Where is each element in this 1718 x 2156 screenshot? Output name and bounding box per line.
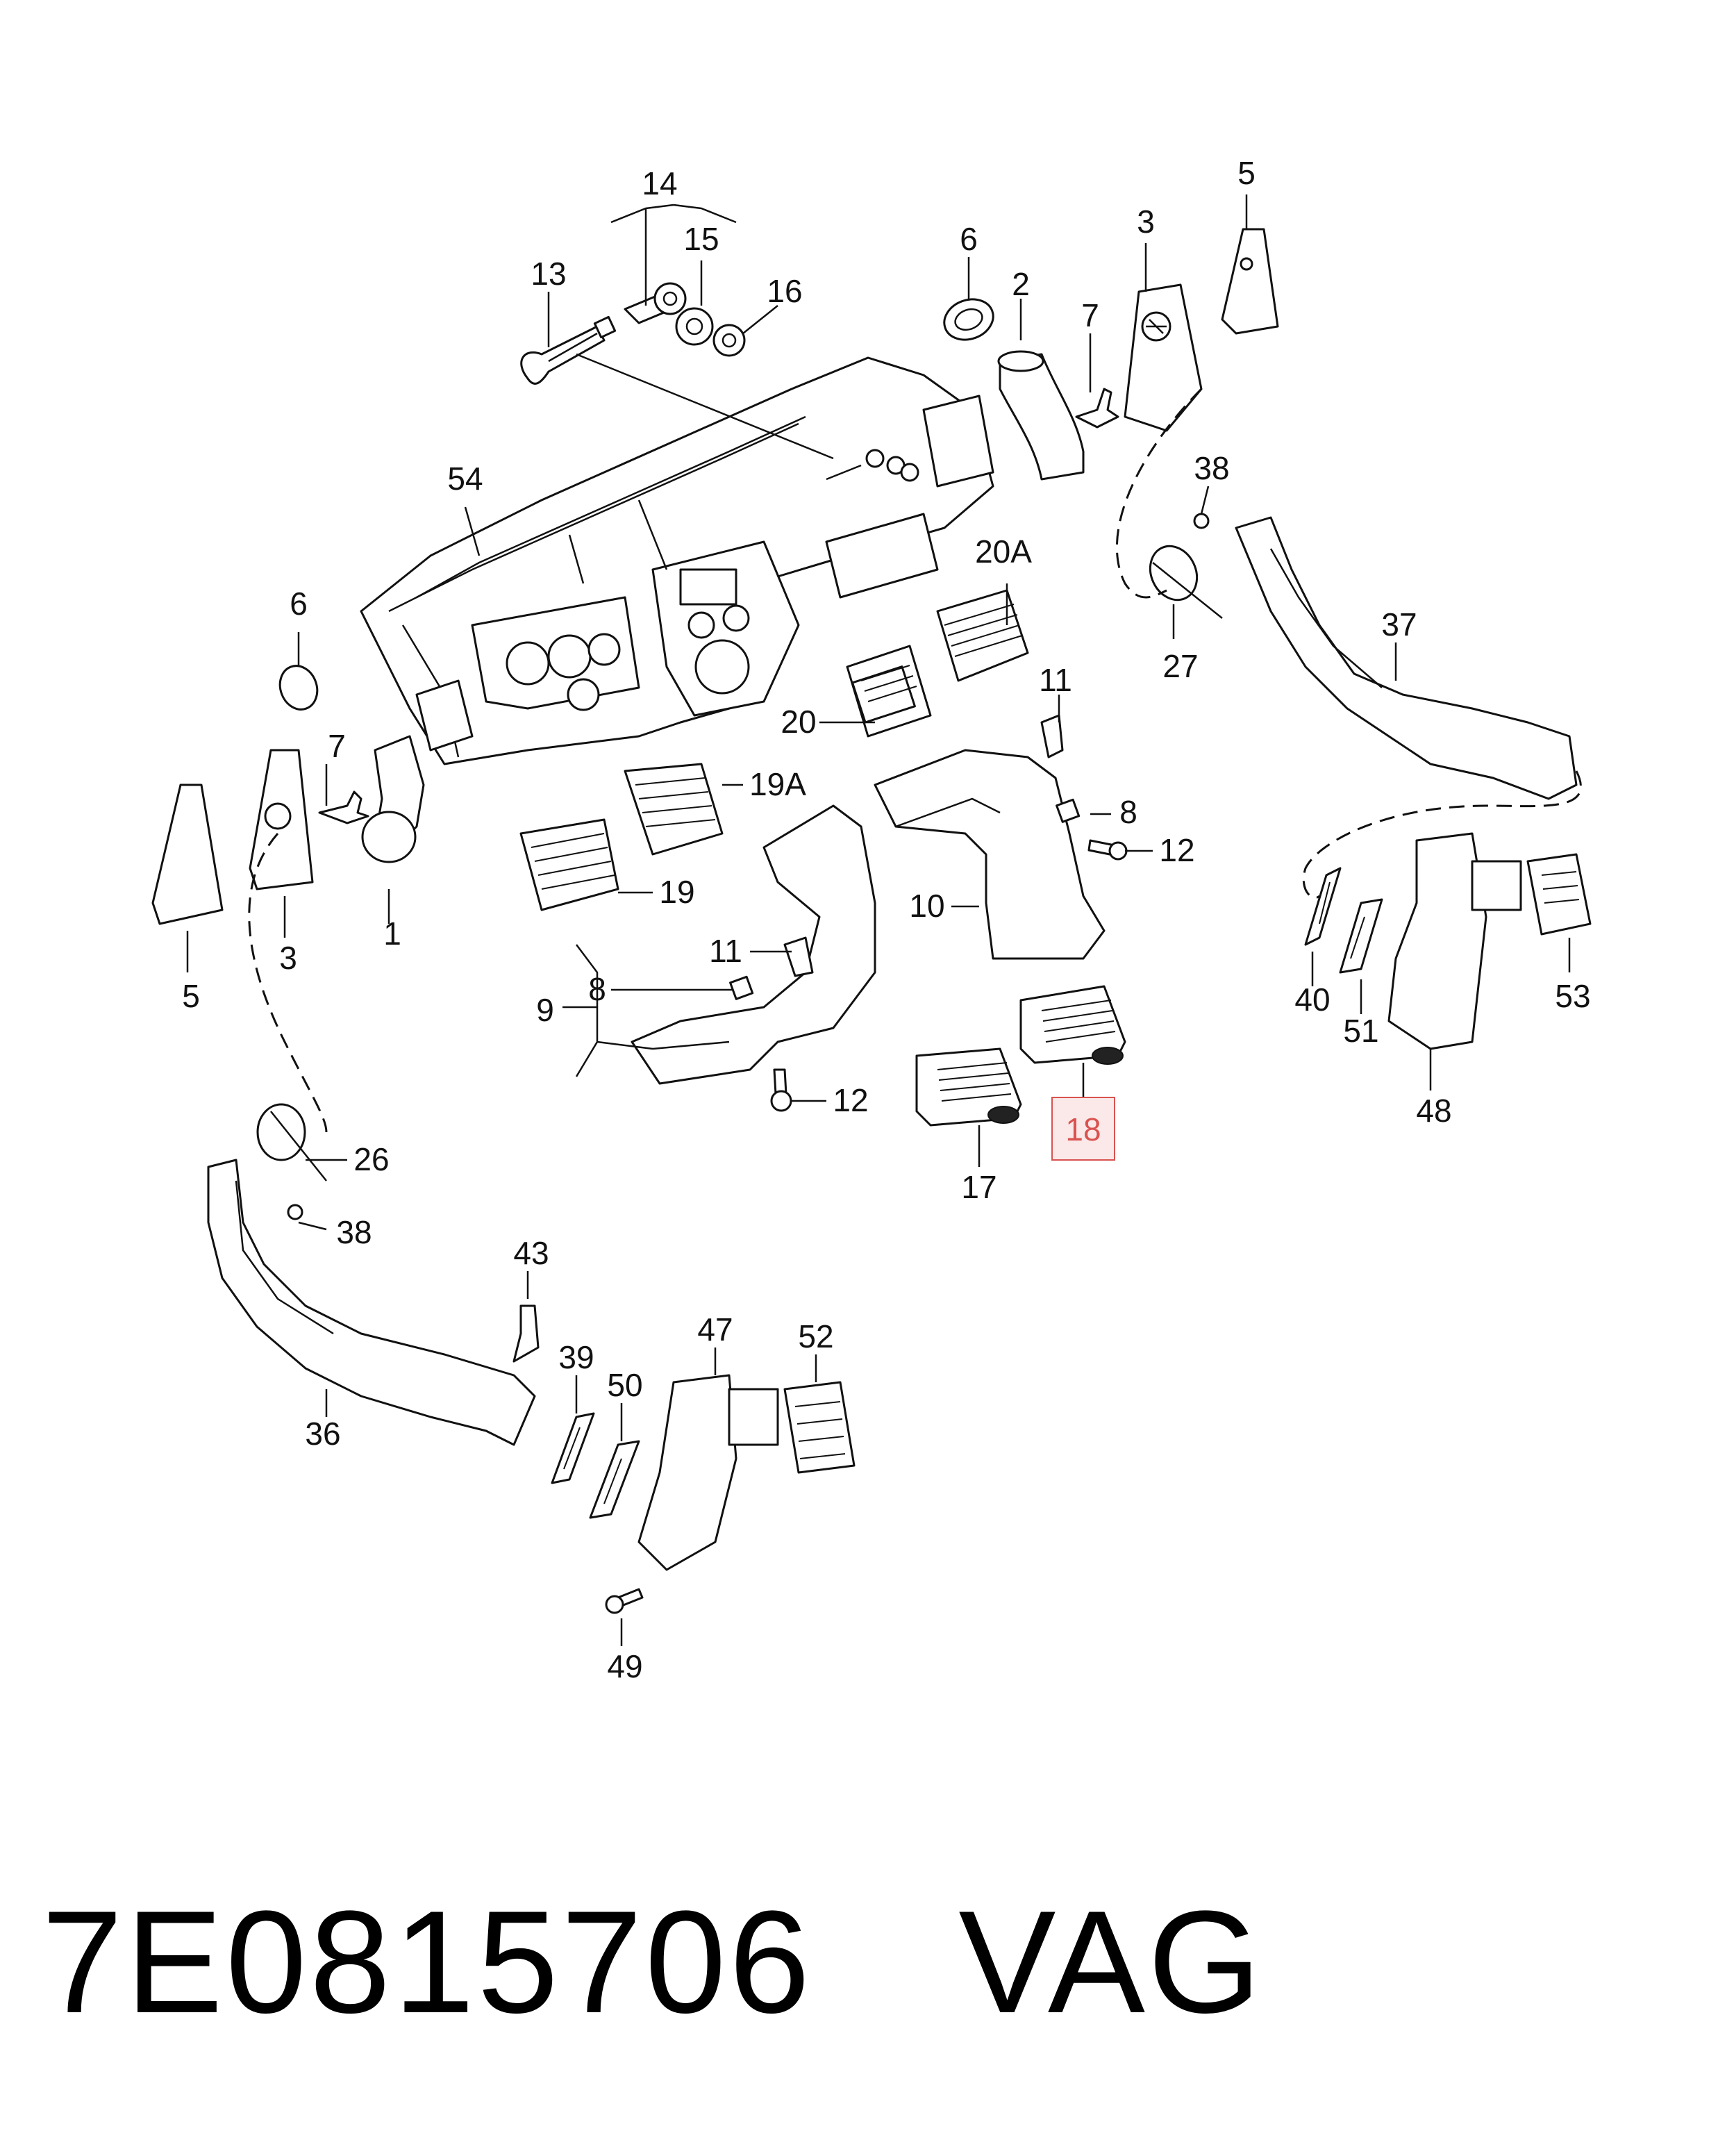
label-54: 54 (447, 461, 483, 497)
label-53: 53 (1555, 978, 1590, 1014)
dashboard-panel (360, 356, 994, 765)
label-15: 15 (683, 221, 719, 257)
part-19A-vent (624, 763, 724, 856)
label-38-right: 38 (1194, 450, 1229, 486)
label-26: 26 (353, 1141, 389, 1177)
label-6-top: 6 (960, 221, 978, 257)
label-14: 14 (642, 165, 677, 201)
label-11-left: 11 (709, 933, 742, 969)
label-1: 1 (383, 915, 401, 952)
label-7-left: 7 (328, 728, 346, 764)
part-7-clip-left (318, 790, 369, 824)
part-19-vent (519, 818, 619, 911)
label-17: 17 (961, 1169, 996, 1205)
part-18-vent (1019, 985, 1126, 1065)
part-11-clip-right (1040, 714, 1064, 758)
label-18-highlighted: 18 (1065, 1111, 1101, 1147)
part-27-vent-ring (1149, 545, 1223, 619)
highlight-box (1051, 1097, 1115, 1161)
part-43-cap (512, 1304, 540, 1363)
label-6-left: 6 (290, 586, 308, 622)
label-11-right: 11 (1039, 662, 1072, 698)
part-47-duct (637, 1374, 779, 1571)
part-5-cover-left (151, 783, 224, 925)
part-48-duct (1387, 832, 1522, 1050)
label-3-right: 3 (1137, 204, 1155, 240)
label-50: 50 (607, 1367, 642, 1403)
part-11-clip-left (783, 936, 814, 977)
part-20-vent (846, 645, 932, 738)
label-52: 52 (798, 1318, 833, 1354)
label-37: 37 (1381, 606, 1417, 642)
label-47: 47 (697, 1311, 733, 1348)
label-19A: 19A (749, 766, 806, 802)
label-3-left: 3 (279, 940, 297, 976)
label-9: 9 (536, 992, 554, 1028)
part-10-duct (874, 749, 1106, 960)
label-8-right: 8 (1119, 794, 1137, 830)
label-19: 19 (659, 874, 694, 910)
part-17-vent (915, 1047, 1022, 1127)
label-20A: 20A (975, 533, 1032, 570)
part-20A-vent (936, 589, 1029, 682)
label-49: 49 (607, 1648, 642, 1684)
part-9-duct (631, 804, 876, 1085)
part-8-clip-left (729, 975, 754, 1000)
leader-lines (186, 194, 1571, 1646)
label-27: 27 (1162, 648, 1198, 684)
part-13-cable (520, 315, 617, 385)
label-39: 39 (558, 1339, 594, 1375)
part-51-grille (1339, 898, 1383, 974)
label-20: 20 (781, 704, 816, 740)
part-16-ring (712, 324, 746, 357)
label-7-top: 7 (1081, 297, 1099, 333)
part-15-ring (675, 307, 714, 346)
part-38-clip-left (287, 1204, 303, 1220)
brand-name: VAG (958, 1880, 1265, 2043)
label-10: 10 (909, 888, 944, 924)
label-8-left: 8 (588, 971, 606, 1007)
part-3-trim-right (1124, 283, 1203, 432)
part-52-vent (783, 1381, 856, 1474)
part-36-duct (207, 1159, 536, 1446)
part-5-cover-right (1221, 228, 1279, 335)
connection-lines (248, 388, 1582, 1133)
part-37-duct (1235, 516, 1578, 800)
part-number: 7E0815706 (42, 1880, 813, 2043)
label-5-left: 5 (182, 978, 200, 1014)
label-5-right: 5 (1237, 155, 1256, 191)
part-53-vent (1526, 853, 1592, 936)
part-2-duct (997, 350, 1085, 481)
label-48: 48 (1416, 1093, 1451, 1129)
label-51: 51 (1343, 1013, 1378, 1049)
part-12-screw-right (1087, 839, 1128, 861)
label-36: 36 (305, 1416, 340, 1452)
part-50-grille (589, 1440, 640, 1519)
part-7-clip-top (1075, 388, 1119, 429)
part-8-clip-right (1056, 798, 1081, 823)
part-12-screw-left (770, 1068, 792, 1112)
label-13: 13 (531, 256, 566, 292)
label-2: 2 (1012, 266, 1030, 302)
label-38-left: 38 (336, 1214, 372, 1250)
part-6-cap-top (943, 298, 994, 341)
footer-caption: 7E0815706 VAG (42, 1875, 1264, 2049)
part-39-grille (551, 1412, 595, 1484)
part-1-duct (361, 735, 425, 863)
part-49-screw (605, 1588, 644, 1614)
label-12-left: 12 (833, 1082, 868, 1118)
part-38-clip-right (1193, 513, 1210, 529)
part-26-vent-ring (256, 1103, 327, 1181)
label-12-right: 12 (1159, 832, 1194, 868)
label-40: 40 (1294, 981, 1330, 1018)
label-43: 43 (513, 1235, 549, 1271)
part-40-grille (1304, 867, 1342, 946)
callout-labels: 14 15 16 13 54 6 2 7 3 5 38 27 37 20A 20… (182, 155, 1590, 1684)
part-6-cap-left (278, 665, 319, 711)
part-14-bracket (624, 282, 687, 324)
label-16: 16 (767, 273, 802, 309)
part-3-trim-left (249, 749, 314, 890)
